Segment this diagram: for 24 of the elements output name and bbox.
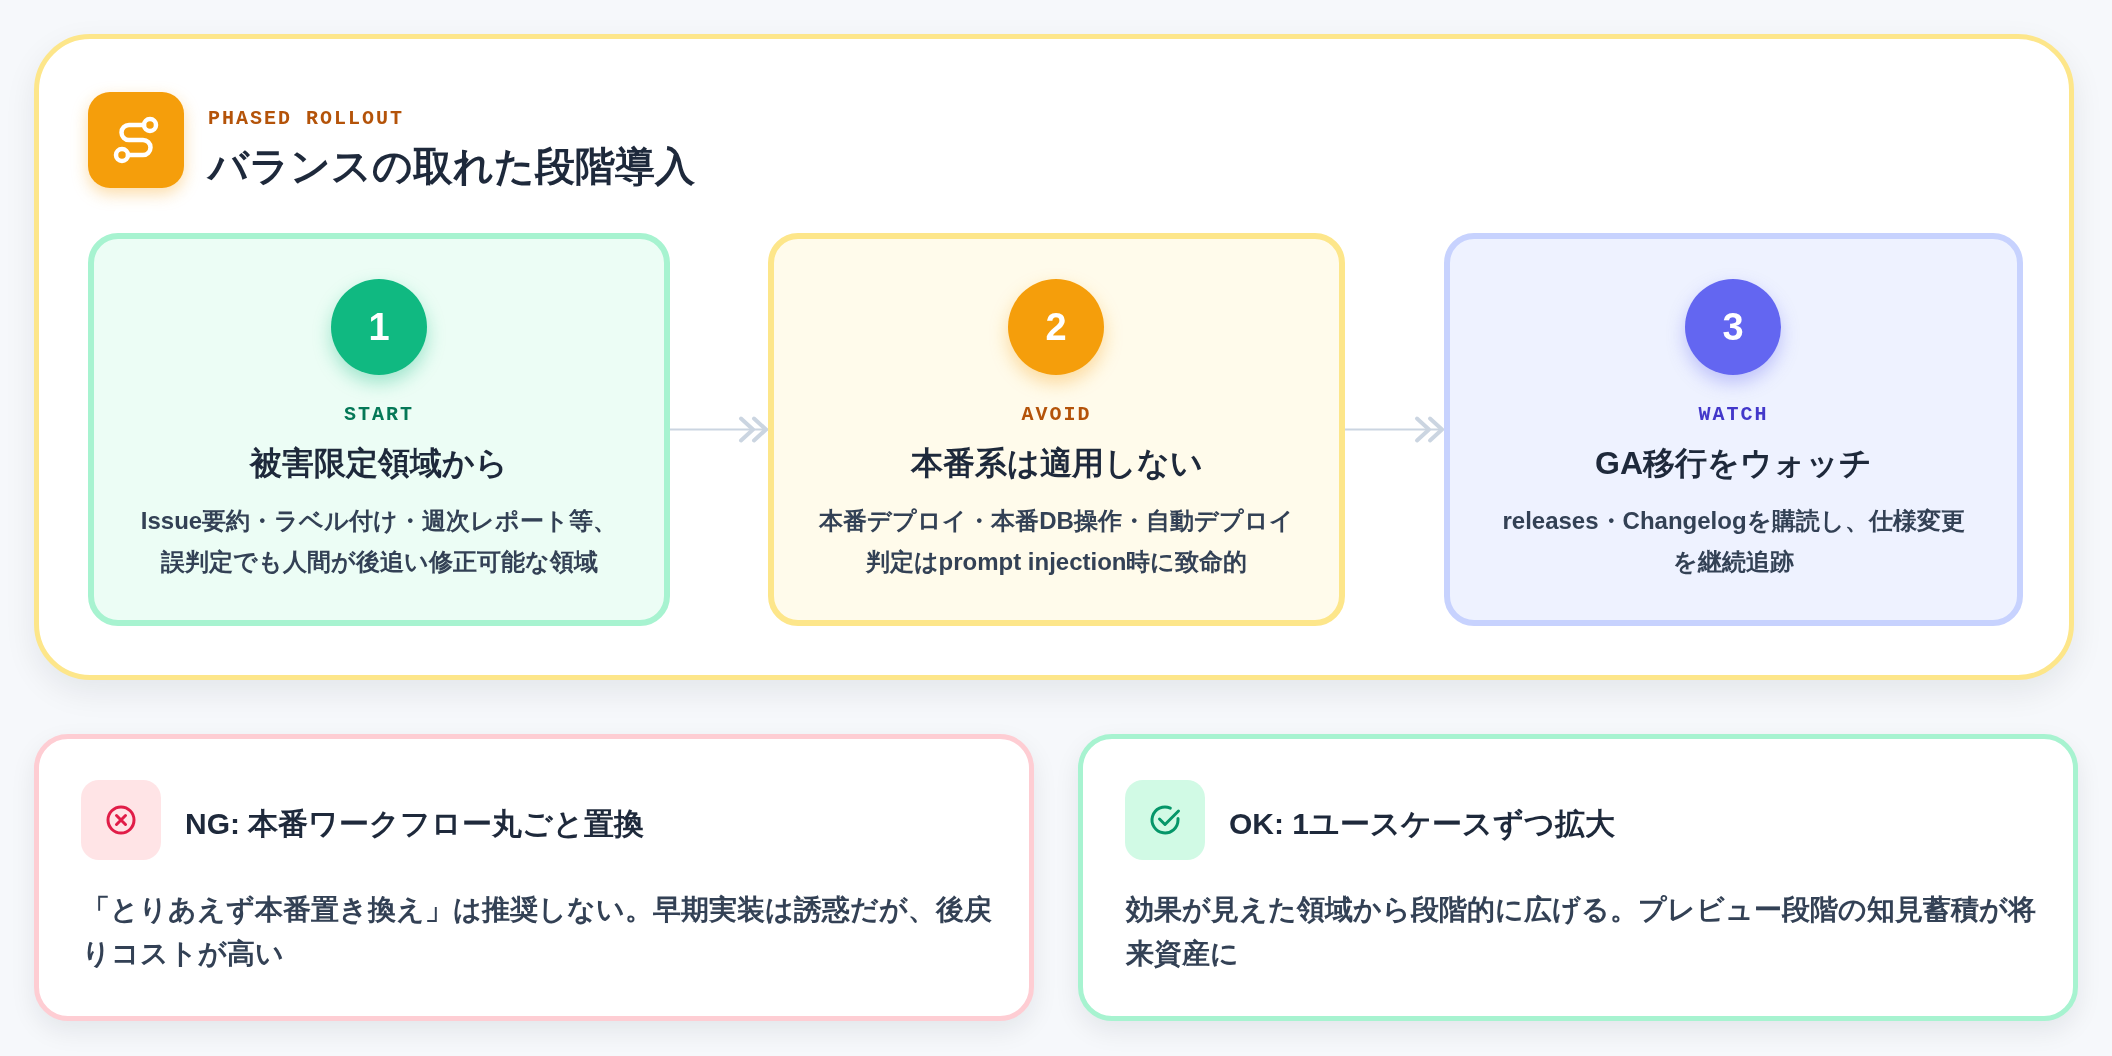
step-label: START (344, 402, 414, 428)
note-text: 効果が見えた領域から段階的に広げる。プレビュー段階の知見蓄積が将来資産に (1126, 893, 2037, 971)
step-heading: GA移行をウォッチ (1595, 444, 1872, 483)
section-label: PHASED ROLLOUT (208, 106, 405, 132)
note-card (34, 734, 1034, 1021)
step-number: 3 (1685, 279, 1781, 375)
rollout-panel (34, 34, 2074, 680)
step-card (88, 233, 670, 626)
step-description: 本番デプロイ・本番DB操作・自動デプロイ判定はprompt injection時に致命的 (818, 506, 1295, 577)
section-title: バランスの取れた段階導入 (208, 143, 695, 190)
step-label: AVOID (1021, 402, 1092, 428)
step-description: Issue要約・ラベル付け・週次レポート等、誤判定でも人間が後追い修正可能な領域 (139, 506, 619, 577)
step-number: 2 (1008, 279, 1104, 375)
note-heading: NG: 本番ワークフロー丸ごと置換 (185, 806, 645, 842)
note-text: 「とりあえず本番置き換え」は推奨しない。早期実装は誘惑だが、後戻りコストが高い (82, 893, 993, 971)
step-heading: 被害限定領域から (250, 444, 508, 483)
step-description: releases・Changelogを購読し、仕様変更を継続追跡 (1501, 506, 1966, 577)
note-card (1078, 734, 2078, 1021)
step-card (1444, 233, 2023, 626)
step-card (768, 233, 1345, 626)
note-heading: OK: 1ユースケースずつ拡大 (1229, 806, 1615, 843)
step-heading: 本番系は適用しない (910, 444, 1203, 483)
step-number: 1 (331, 279, 427, 375)
step-label: WATCH (1698, 402, 1769, 428)
